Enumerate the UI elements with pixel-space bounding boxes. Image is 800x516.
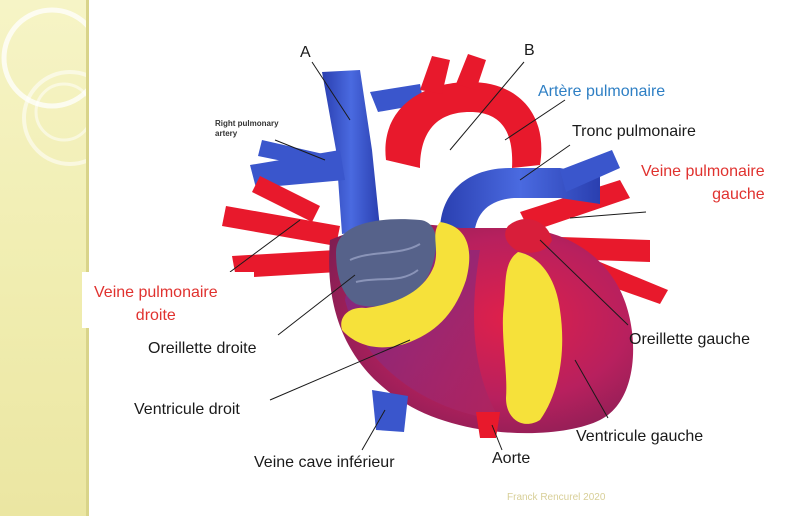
right-atrium [336,219,437,307]
right-pulmonary-vein-lower [232,250,338,278]
aortic-arch-branch-1 [420,56,450,94]
leader-lines [229,61,647,451]
superior-vena-cava [322,70,380,234]
label-veine-pulmonaire-gauche-line2: gauche [712,186,765,203]
label-backdrop [82,272,254,328]
label-ventricule-gauche: Ventricule gauche [576,428,704,445]
left-pulmonary-artery-branch [560,150,620,192]
label-aorte: Aorte [492,450,531,467]
right-pulmonary-artery-branch [258,140,332,170]
label-veine-cave-inferieur: Veine cave inférieur [254,454,395,471]
left-atrium [505,218,552,253]
coronary-fat-left [502,252,563,424]
label-veine-pulmonaire-droite: Veine pulmonaire droite [94,281,218,327]
label-veine-pulmonaire-gauche: Veine pulmonaire gauche [641,160,765,206]
label-oreillette-gauche: Oreillette gauche [629,331,750,348]
label-veine-pulmonaire-droite-line2: droite [135,307,176,324]
label-a: A [300,44,311,61]
label-veine-pulmonaire-gauche-line1: Veine pulmonaire [641,163,765,180]
label-right-pulmonary-artery-line1: Right pulmonary [215,119,279,128]
label-tronc-pulmonaire: Tronc pulmonaire [572,123,696,140]
sidebar-border [86,0,89,516]
decorative-sidebar [0,0,118,516]
label-artere-pulmonaire: Artère pulmonaire [538,83,666,100]
right-pulmonary-vein-upper [222,206,340,246]
label-ventricule-droit: Ventricule droit [134,401,240,418]
author-credit: Franck Rencurel 2020 [507,492,606,503]
aortic-arch-branch-2 [456,54,486,90]
aortic-arch [385,82,542,168]
aorta-descending [476,412,500,438]
right-atrium-veins [349,243,421,283]
pulmonary-trunk [440,168,600,240]
coronary-fat-right [341,222,470,348]
left-pulmonary-vein-fan [592,262,668,304]
label-right-pulmonary-artery-line2: artery [215,129,238,138]
label-oreillette-droite: Oreillette droite [148,340,257,357]
label-right-pulmonary-artery: Right pulmonary artery [215,119,279,139]
right-pulmonary-vein-branch [252,176,320,222]
label-veine-pulmonaire-droite-line1: Veine pulmonaire [94,284,218,301]
inferior-vena-cava [372,390,408,432]
label-b: B [524,42,535,59]
left-pulmonary-vein-upper [520,180,630,232]
